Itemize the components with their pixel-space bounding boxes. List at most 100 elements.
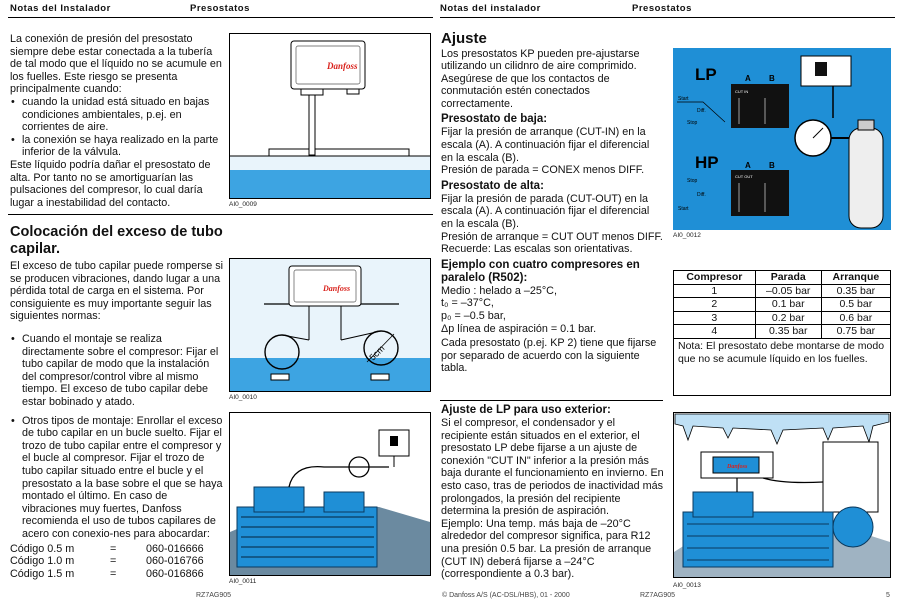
scale-b-label: B — [769, 161, 775, 170]
lp-exterior-title: Ajuste de LP para uso exterior: — [441, 404, 611, 416]
scale-a-label: A — [745, 74, 751, 83]
table-header-row: Compresor Parada Arranque — [673, 270, 892, 285]
intro-bullet: la conexión se haya realizado en la part… — [10, 134, 222, 159]
code-eq: = — [110, 555, 117, 568]
table-header-cell: Arranque — [820, 270, 892, 285]
code-list: Código 0.5 m = 060-016666 Código 1.0 m =… — [10, 543, 224, 581]
stop-label: Stop — [687, 178, 698, 184]
alta-paragraph: Fijar la presión de parada (CUT-OUT) en … — [441, 192, 650, 231]
figure-ai0-0010: Danfoss 5cm — [229, 258, 431, 392]
intro-bullet: cuando la unidad está situado en bajas c… — [10, 96, 222, 134]
baja-paragraph: Fijar la presión de arranque (CUT-IN) en… — [441, 126, 650, 164]
rule-bullet: Cuando el montaje se realiza directament… — [10, 333, 224, 409]
hp-label: HP — [695, 153, 719, 172]
ejemplo-line: p₀ = –0.5 bar, — [441, 310, 506, 322]
table-cell: 3 — [673, 310, 756, 325]
table-cell: 0.35 bar — [754, 324, 822, 339]
code-eq: = — [110, 542, 117, 555]
start-label: Start — [678, 96, 689, 102]
figure-ai0-0009: Danfoss — [229, 33, 431, 199]
stop-label: Stop — [687, 120, 698, 126]
figure-ai0-0012: LP A B CUT IN Start Diff. Stop HP A B CU… — [673, 48, 891, 230]
footer-page-number: 5 — [886, 592, 890, 599]
table-cell: –0.05 bar — [754, 283, 822, 298]
ajuste-paragraph: Los presostatos KP pueden pre-ajustarse … — [441, 47, 640, 110]
table-cell: 2 — [673, 297, 756, 312]
figure-ai0-0013: Danfoss — [673, 412, 891, 578]
lp-exterior-paragraph: Si el compresor, el condensador y el rec… — [441, 417, 664, 518]
capillary-bullets: Cuando el montaje se realiza directament… — [10, 333, 224, 580]
code-size: Código 0.5 m — [10, 542, 75, 555]
figure-caption: AI0_0010 — [229, 394, 257, 401]
code-row: Código 0.5 m = 060-016666 — [10, 543, 224, 556]
cut-in-scale-label: CUT IN — [735, 89, 748, 94]
diff-label: Diff. — [697, 108, 706, 114]
figure-ai0-0011 — [229, 412, 431, 576]
diff-label: Diff. — [697, 192, 706, 198]
table-row: 3 0.2 bar 0.6 bar — [673, 310, 892, 325]
footer-copyright: © Danfoss A/S (AC-DSL/HBS), 01 - 2000 — [442, 592, 570, 599]
rules-bullet-list: Cuando el montaje se realiza directament… — [10, 333, 224, 541]
code-row: Código 1.5 m = 060-016866 — [10, 568, 224, 581]
table-cell: 0.1 bar — [754, 297, 822, 312]
ejemplo-line: Medio : helado a –25°C, — [441, 284, 557, 297]
section-paragraph: El exceso de tubo capilar puede romperse… — [10, 260, 224, 323]
header-title-right: Notas del instalador — [440, 3, 541, 14]
section-divider — [8, 214, 433, 215]
table-cell: 1 — [673, 283, 756, 298]
table-row: 4 0.35 bar 0.75 bar — [673, 324, 892, 339]
figure-caption: AI0_0009 — [229, 201, 257, 208]
lp-exterior-section: Ajuste de LP para uso exterior: Si el co… — [441, 404, 664, 581]
intro-block: La conexión de presión del presostato si… — [10, 33, 222, 209]
alta-paragraph-2: Presión de arranque = CUT OUT menos DIFF… — [441, 230, 663, 243]
ajuste-column: Ajuste Los presostatos KP pueden pre-aju… — [441, 30, 664, 375]
header-subject-left: Presostatos — [190, 3, 250, 14]
figure-caption: AI0_0011 — [229, 578, 257, 585]
code-size: Código 1.5 m — [10, 567, 75, 580]
table-cell: 4 — [673, 324, 756, 339]
danfoss-logo: Danfoss — [322, 284, 350, 293]
scale-b-label: B — [769, 74, 775, 83]
danfoss-logo: Danfoss — [726, 464, 748, 470]
code-size: Código 1.0 m — [10, 555, 75, 568]
footer-doc-code-right: RZ7AG905 — [640, 592, 676, 599]
intro-bullet-list: cuando la unidad está situado en bajas c… — [10, 96, 222, 159]
figure-caption: AI0_0012 — [673, 232, 701, 239]
cut-out-scale-label: CUT OUT — [735, 174, 753, 179]
settings-table: Compresor Parada Arranque 1 –0.05 bar 0.… — [673, 270, 892, 339]
figure-caption: AI0_0013 — [673, 582, 701, 589]
page-header-right: Notas del instalador Presostatos — [440, 0, 895, 18]
danfoss-logo: Danfoss — [326, 61, 358, 71]
header-title-left: Notas del Instalador — [10, 3, 111, 14]
table-header-cell: Parada — [754, 270, 822, 285]
capillary-section: Colocación del exceso de tubo capilar. E… — [10, 224, 224, 323]
ejemplo-title: Ejemplo con cuatro compresores en parale… — [441, 258, 640, 284]
ajuste-title: Ajuste — [441, 30, 487, 47]
rule-bullet: Otros tipos de montaje: Enrollar el exce… — [10, 415, 224, 541]
table-cell: 0.35 bar — [820, 283, 892, 298]
alta-paragraph-3: Recuerde: Las escalas son orientativas. — [441, 243, 633, 256]
intro-paragraph: La conexión de presión del presostato si… — [10, 33, 222, 96]
lp-label: LP — [695, 65, 717, 84]
code-number: 060-016666 — [146, 542, 204, 555]
baja-title: Presostato de baja: — [441, 113, 548, 126]
footer-doc-code-left: RZ7AG905 — [196, 592, 232, 599]
code-number: 060-016766 — [146, 555, 204, 568]
table-row: 2 0.1 bar 0.5 bar — [673, 297, 892, 312]
header-subject-right: Presostatos — [632, 3, 692, 14]
section-title: Colocación del exceso de tubo capilar. — [10, 224, 223, 257]
scale-a-label: A — [745, 161, 751, 170]
table-cell: 0.75 bar — [820, 324, 892, 339]
ejemplo-line: t₀ = –37°C, — [441, 297, 494, 310]
table-cell: 0.5 bar — [820, 297, 892, 312]
start-label: Start — [678, 206, 689, 212]
table-note: Nota: El presostato debe montarse de mod… — [673, 338, 891, 396]
intro-end-paragraph: Este líquido podría dañar el presostato … — [10, 158, 211, 209]
baja-paragraph-2: Presión de parada = CONEX menos DIFF. — [441, 164, 645, 177]
code-eq: = — [110, 567, 117, 580]
table-cell: 0.6 bar — [820, 310, 892, 325]
ejemplo-line: Δp línea de aspiración = 0.1 bar. — [441, 322, 597, 335]
section-divider — [440, 400, 663, 401]
code-row: Código 1.0 m = 060-016766 — [10, 555, 224, 568]
lp-exterior-example: Ejemplo: Una temp. más baja de –20°C alr… — [441, 517, 652, 581]
